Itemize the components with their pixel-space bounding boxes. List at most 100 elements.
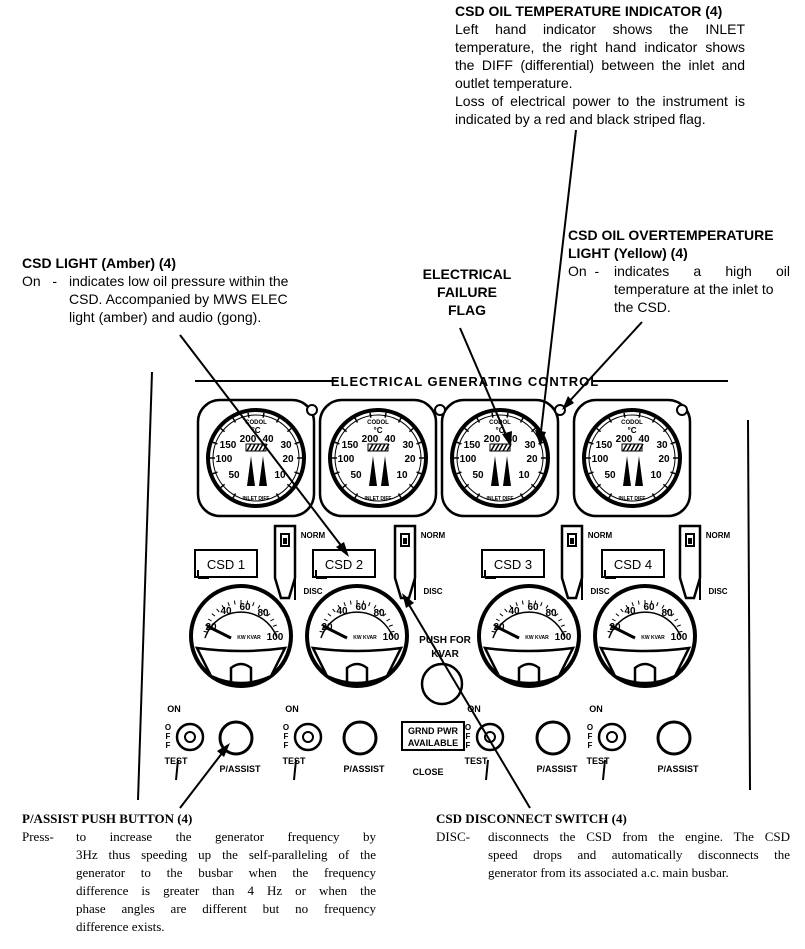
temp-gauge-brand: CODOL <box>367 420 389 426</box>
passist-line-1: to increase the generator frequency by <box>76 829 376 844</box>
grnd-pwr-box <box>401 721 465 751</box>
temp-tick <box>588 471 594 475</box>
csd-light-2: CSD 2 <box>312 549 376 579</box>
passist-button[interactable] <box>342 720 378 756</box>
diff-pointer <box>259 456 267 486</box>
grnd-pwr-label-2: AVAILABLE <box>408 738 458 748</box>
overtemp-title-1: CSD OIL OVERTEMPERATURE <box>568 227 774 243</box>
electrical-failure-flag <box>621 443 644 452</box>
freq-sublabel: KW KVAR <box>525 635 549 641</box>
freq-gauge-window <box>194 646 288 685</box>
freq-tick-1: 40 <box>336 606 348 617</box>
freq-pointer <box>494 624 520 640</box>
push-for-kvar-label-1: PUSH FOR <box>419 635 471 646</box>
freq-tick-1: 40 <box>508 606 520 617</box>
temp-scale-right-0: 40 <box>638 434 650 445</box>
temp-tick <box>596 483 602 489</box>
temp-tick <box>294 441 300 445</box>
diff-pointer <box>635 456 643 486</box>
temp-gauge-unit: °C <box>628 426 637 435</box>
passist-button[interactable] <box>656 720 692 756</box>
oil-temp-line-4: outlet temperature. <box>455 75 573 91</box>
temp-tick <box>354 493 359 499</box>
passist-line-6: difference exists. <box>76 919 165 934</box>
freq-sublabel: KW KVAR <box>237 635 261 641</box>
elec-flag-line-3: FLAG <box>447 302 487 318</box>
temp-scale-right-1: 30 <box>402 440 414 451</box>
freq-gauge-1: 20406080100KW KVAR <box>189 584 293 688</box>
passist-line-5: phase angles are different but no freque… <box>76 901 376 916</box>
temp-tick <box>416 441 422 445</box>
temp-scale-right-2: 20 <box>658 454 670 465</box>
temp-tick <box>588 441 594 445</box>
leader-disconnect <box>404 597 531 809</box>
off-label-char: F <box>466 732 471 741</box>
diff-pointer <box>503 456 511 486</box>
temp-scale-left-2: 100 <box>216 454 233 465</box>
freq-gauge-3: 20406080100KW KVAR <box>477 584 581 688</box>
bottom-mark <box>175 759 179 781</box>
temp-gauge-dial <box>328 408 428 508</box>
temp-scale-right-0: 40 <box>262 434 274 445</box>
temp-scale-left-3: 50 <box>472 470 484 481</box>
temp-scale-right-3: 10 <box>650 470 662 481</box>
csd-light-title: CSD LIGHT (Amber) (4) <box>22 255 176 271</box>
arrow-passist <box>217 743 230 757</box>
temp-tick <box>530 483 536 489</box>
oil-temp-line-1: Left hand indicator shows the INLET <box>455 21 745 37</box>
passist-button[interactable] <box>535 720 571 756</box>
freq-tick-1: 40 <box>220 606 232 617</box>
temp-scale-left-1: 150 <box>342 440 359 451</box>
temp-gauge-footer: INLET DIFF <box>365 496 392 502</box>
temp-tick <box>476 493 481 499</box>
test-label: TEST <box>586 756 610 766</box>
disconnect-line-2: speed drops and automatically disconnect… <box>488 847 790 862</box>
overtemp-key: On - <box>568 263 600 279</box>
annotation-passist-button: P/ASSIST PUSH BUTTON (4) Press- to incre… <box>22 810 376 936</box>
oil-temp-line-6: indicated by a red and black striped fla… <box>455 111 706 127</box>
freq-gauge-window <box>482 646 576 685</box>
temp-scale-right-2: 20 <box>282 454 294 465</box>
temp-scale-left-3: 50 <box>350 470 362 481</box>
temp-gauge-footer: INLET DIFF <box>243 496 270 502</box>
disconnect-line-3: generator from its associated a.c. main … <box>488 865 729 880</box>
temp-tick <box>286 427 292 433</box>
temp-tick <box>397 417 402 423</box>
temp-tick <box>670 471 676 475</box>
overtemp-line-3: the CSD. <box>614 299 671 315</box>
freq-tick-3: 80 <box>373 608 385 619</box>
off-label-char: F <box>588 741 593 750</box>
close-label: CLOSE <box>412 767 443 777</box>
temp-tick <box>416 471 422 475</box>
switch-disc-label: DISC <box>708 587 727 596</box>
temp-tick <box>232 417 237 423</box>
elec-flag-line-1: ELECTRICAL <box>422 266 512 282</box>
temp-gauge-dial <box>450 408 550 508</box>
disconnect-line-1: disconnects the CSD from the engine. The… <box>488 829 790 844</box>
csd-light-key: On - <box>22 273 58 289</box>
bottom-mark <box>602 759 606 781</box>
annotation-csd-light: CSD LIGHT (Amber) (4) On - indicates low… <box>22 254 322 326</box>
temp-gauge-footer: INLET DIFF <box>487 496 514 502</box>
csd-light-4: CSD 4 <box>601 549 665 579</box>
freq-pointer <box>322 624 348 640</box>
temp-gauge-unit: °C <box>374 426 383 435</box>
test-label: TEST <box>164 756 188 766</box>
temp-tick <box>220 427 226 433</box>
passist-line-2: 3Hz thus speeding up the self-parallelin… <box>76 847 376 862</box>
inlet-pointer <box>623 456 631 486</box>
temp-scale-left-0: 200 <box>362 434 379 445</box>
push-for-kvar-button[interactable] <box>420 662 464 706</box>
temp-tick <box>538 471 544 475</box>
annotation-elec-failure-flag: ELECTRICAL FAILURE FLAG <box>412 265 522 319</box>
freq-gauge-window <box>310 646 404 685</box>
oil-temp-line-3: the DIFF (differential) between the inle… <box>455 57 745 73</box>
elec-flag-line-2: FAILURE <box>437 284 497 300</box>
